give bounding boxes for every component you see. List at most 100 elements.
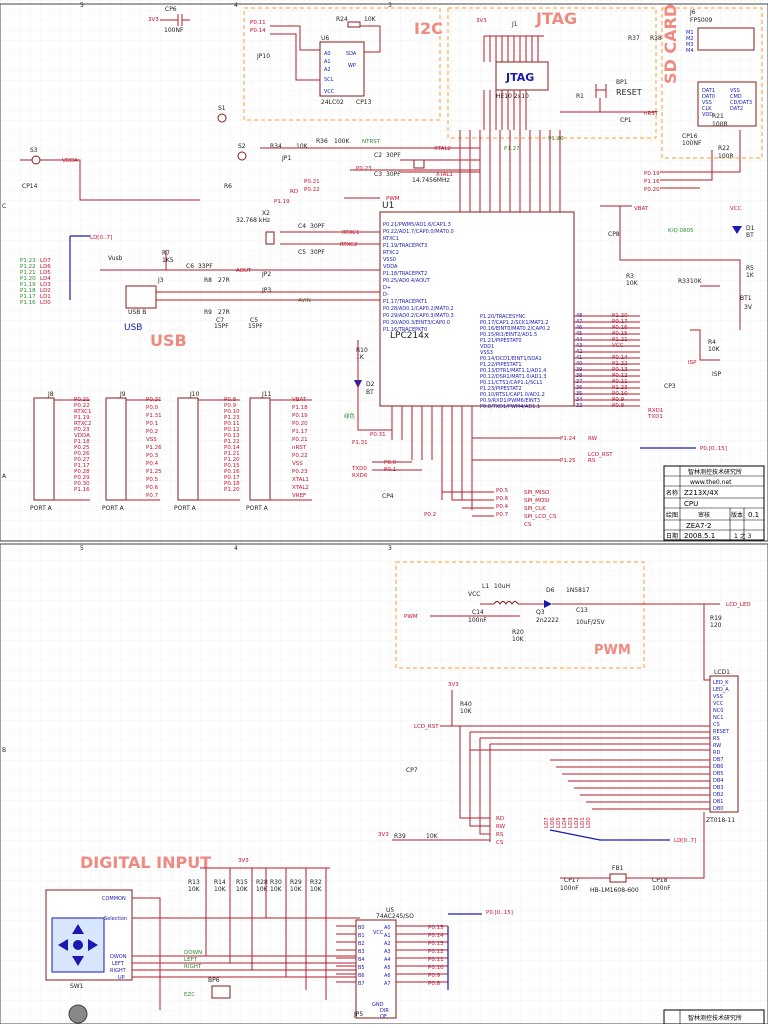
svg-text:BP1: BP1 (616, 79, 628, 86)
r33-value: 10K (690, 278, 703, 285)
svg-text:P0.5: P0.5 (146, 477, 159, 483)
svg-text:P1.23: P1.23 (224, 415, 240, 421)
cp17-value: 100nF (560, 885, 579, 892)
v33-jtag: 3V3 (476, 18, 487, 24)
svg-text:P0.11: P0.11 (224, 421, 240, 427)
svg-text:P1.20: P1.20 (224, 457, 240, 463)
title-block-page2: 智林测控技术研究所 (663, 1009, 765, 1025)
r37-label: R37 (628, 35, 640, 42)
r20-label: R20 (512, 629, 524, 636)
svg-text:Z213X/4X: Z213X/4X (684, 489, 719, 497)
svg-text:XTAL1: XTAL1 (292, 477, 309, 483)
u1-lpc214x: U1 LPC214x (379, 201, 575, 407)
svg-text:P0.8: P0.8 (428, 981, 441, 987)
c7-label: C7 (216, 317, 224, 324)
xtal2-net: XTAL2 (434, 146, 451, 152)
svg-text:P0.13: P0.13 (428, 941, 444, 947)
svg-text:P1.19: P1.19 (20, 282, 36, 288)
lcd-rw-net: RW (496, 824, 506, 830)
svg-text:WP: WP (348, 63, 356, 69)
svg-text:绘图: 绘图 (666, 511, 678, 519)
i2c-title: I2C (414, 19, 443, 38)
svg-text:P0.22/AD1.7/CAP0.0/MAT0.0: P0.22/AD1.7/CAP0.0/MAT0.0 (383, 229, 454, 235)
bp6-button[interactable]: BP6 (208, 977, 231, 999)
svg-text:P0.26: P0.26 (74, 451, 90, 457)
u6-net-sda: P0.11 (250, 20, 266, 26)
s1-switch[interactable]: S1 (217, 105, 227, 123)
svg-text:P1.20: P1.20 (20, 276, 36, 282)
jp5-label: JP5 (353, 1011, 363, 1018)
svg-text:RD: RD (713, 750, 720, 756)
cp6-value: 100NF (164, 27, 184, 34)
svg-text:VSS: VSS (292, 461, 303, 467)
svg-text:OE: OE (380, 1014, 387, 1020)
svg-text:A6: A6 (384, 973, 391, 979)
jp10-label: JP10 (256, 53, 270, 60)
svg-text:VCC: VCC (324, 89, 335, 95)
svg-text:DIR: DIR (380, 1008, 389, 1014)
usb-b-connector[interactable] (125, 285, 157, 309)
sw1-joystick[interactable] (45, 889, 133, 981)
u5-nets: P0.15 P0.14 P0.13 P0.12 P0.11 P0.10 P0.9… (428, 925, 444, 987)
pwm-section-box (395, 561, 645, 669)
net-p02: P0.2 (424, 512, 436, 518)
svg-text:B0: B0 (358, 925, 365, 931)
svg-text:P0.29: P0.29 (74, 475, 90, 481)
ntrst-net: NTRST (362, 139, 381, 145)
svg-text:J1: J1 (511, 21, 518, 28)
svg-text:CPU: CPU (684, 500, 698, 508)
svg-text:A2: A2 (384, 941, 391, 947)
svg-text:HE10 2x10: HE10 2x10 (496, 93, 529, 100)
reset-button[interactable]: BP1 RESET (595, 79, 642, 98)
lcd-data-nets: LD7 LD6 LD5 LD4 LD3 LD2 LD1 LD0 (544, 817, 592, 828)
u1-right-pin-numbers: 48 47 46 45 44 43 42 41 40 39 38 37 36 3… (576, 313, 582, 409)
svg-text:10K: 10K (256, 886, 269, 893)
svg-text:RESET: RESET (713, 729, 730, 735)
net-p127: P1.27 (504, 146, 520, 152)
svg-text:VSS: VSS (702, 100, 712, 106)
svg-text:SCL: SCL (324, 77, 334, 83)
s2-switch[interactable]: S2 (237, 143, 247, 161)
rxd0-net: RXD0 (352, 473, 368, 479)
svg-text:DB0: DB0 (713, 806, 723, 812)
svg-text:LD2: LD2 (40, 288, 51, 294)
c5b-value: 15PF (248, 323, 263, 330)
r6-label: R6 (224, 183, 232, 190)
r3-value: 10K (626, 280, 639, 287)
r24-value: 10K (364, 16, 377, 23)
digital-input-title: DIGITAL INPUT (80, 853, 211, 872)
net-p124: P1.24 (560, 436, 576, 442)
cp13-label: CP13 (356, 99, 372, 106)
x1-crystal (413, 159, 425, 169)
svg-text:P0.16/EINT0/MAT0.2/CAP0.2: P0.16/EINT0/MAT0.2/CAP0.2 (480, 326, 550, 332)
c2-label: C2 (374, 152, 382, 159)
svg-text:P1.18: P1.18 (20, 288, 36, 294)
border-num-3: 3 (388, 2, 392, 9)
cs-net-top: CS (524, 522, 532, 528)
r21-value: 100R (712, 121, 728, 128)
svg-text:日期: 日期 (666, 532, 678, 540)
cp8-label: CP8 (608, 231, 620, 238)
svg-text:S2: S2 (238, 143, 246, 150)
svg-text:LD1: LD1 (40, 294, 51, 300)
svg-text:RS: RS (713, 736, 720, 742)
x1-freq: 14.7456MHz (412, 177, 450, 184)
svg-text:LCD1: LCD1 (714, 669, 730, 676)
cp1-label: CP1 (620, 117, 632, 124)
net-p119: P1.19 (274, 199, 290, 205)
svg-text:U5: U5 (386, 907, 394, 914)
svg-text:R32: R32 (310, 879, 322, 886)
svg-text:RTXC1: RTXC1 (74, 409, 92, 415)
svg-text:CS: CS (713, 722, 720, 728)
svg-text:P0.1: P0.1 (146, 421, 158, 427)
net-p06: P0.6 (496, 496, 509, 502)
svg-text:P0.13/DTR1/MAT1.1/AD1.4: P0.13/DTR1/MAT1.1/AD1.4 (480, 368, 546, 374)
svg-text:DB4: DB4 (713, 778, 723, 784)
svg-text:P0.16: P0.16 (224, 469, 240, 475)
r34-label: R34 (270, 143, 282, 150)
j10-pins: P0.8 P0.9 P0.10 P1.23 P0.11 P0.12 P0.13 … (224, 397, 240, 493)
encoder-knob (68, 1004, 88, 1024)
svg-text:B6: B6 (358, 973, 365, 979)
usb-title: USB (150, 331, 187, 350)
svg-text:P1.22: P1.22 (20, 264, 36, 270)
